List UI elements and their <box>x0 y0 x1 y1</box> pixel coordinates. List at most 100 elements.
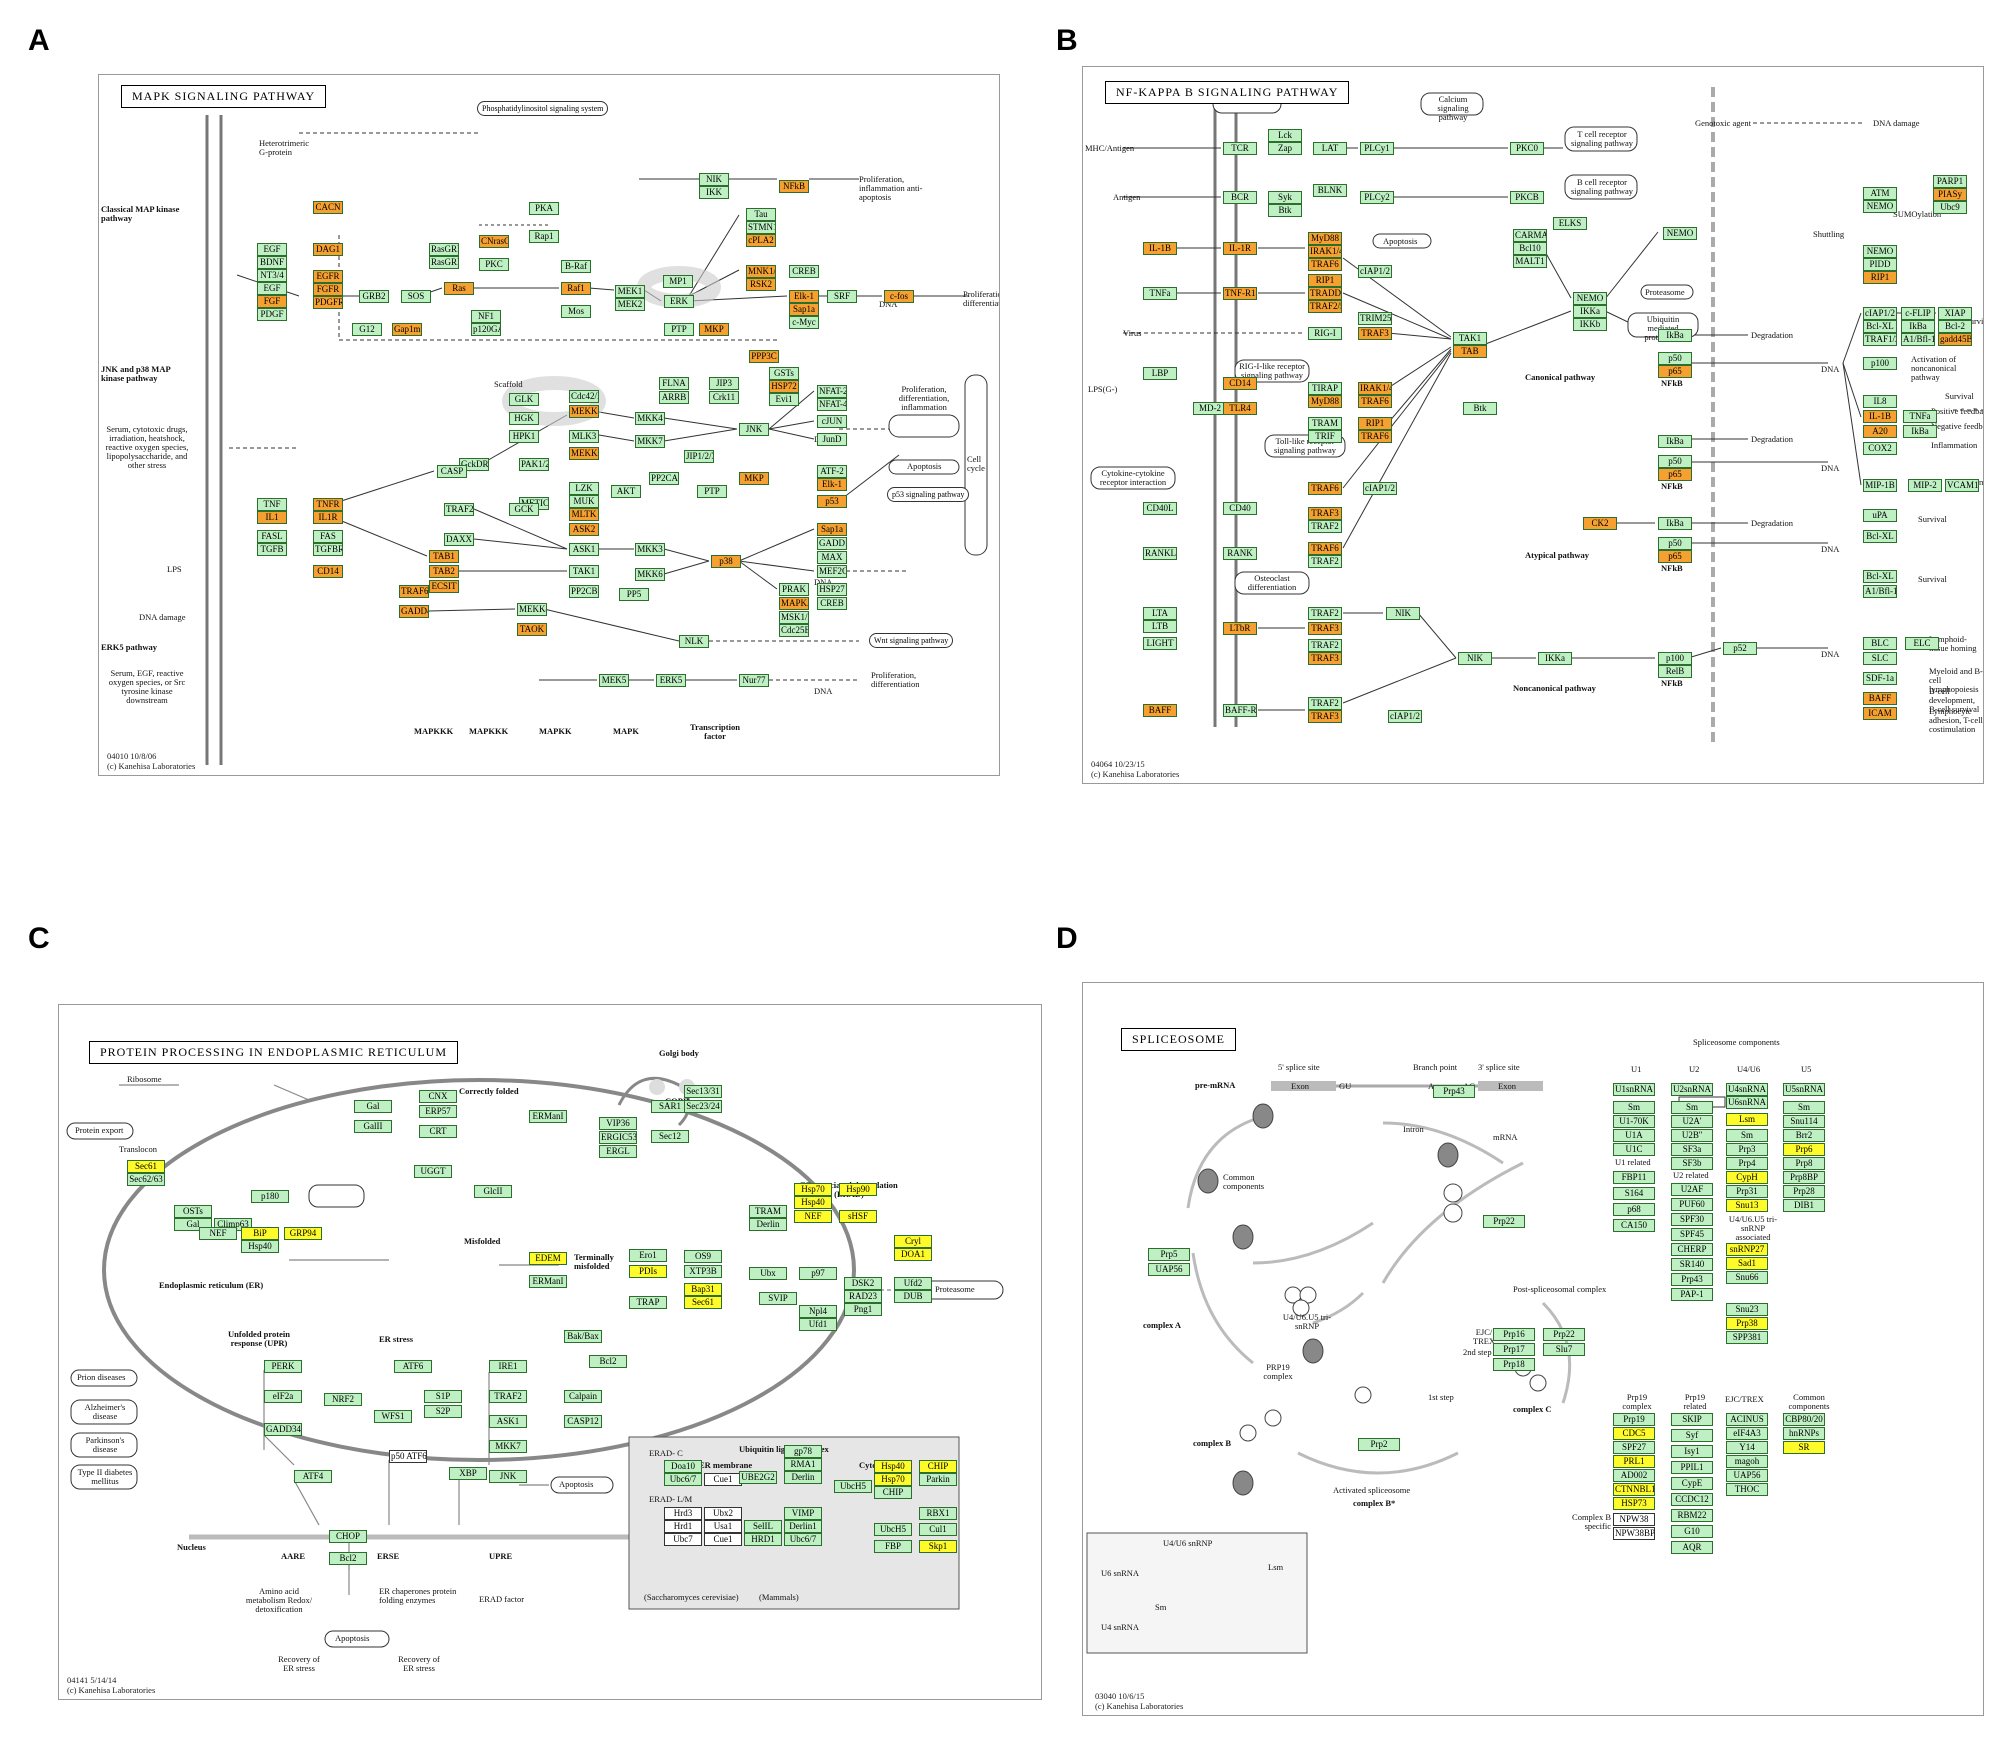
gene-box-ikk[interactable]: IKK <box>699 186 729 199</box>
gene-box-npw38[interactable]: NPW38 <box>1613 1513 1655 1526</box>
gene-box-slc[interactable]: SLC <box>1863 652 1897 665</box>
gene-box-u2snrna[interactable]: U2snRNA <box>1671 1083 1713 1096</box>
gene-box-thoc[interactable]: THOC <box>1726 1483 1768 1496</box>
gene-box-malt1[interactable]: MALT1 <box>1513 255 1547 268</box>
gene-box-traf3[interactable]: TRAF3 <box>1308 622 1342 635</box>
gene-box-il-1b[interactable]: IL-1B <box>1143 242 1177 255</box>
gene-box-grb2[interactable]: GRB2 <box>359 290 389 303</box>
gene-box-eif4a3[interactable]: eIF4A3 <box>1726 1427 1768 1440</box>
gene-box-glcii[interactable]: GlcII <box>474 1185 512 1198</box>
gene-box-mkp[interactable]: MKP <box>739 472 769 485</box>
gene-box-snu66[interactable]: Snu66 <box>1726 1271 1768 1284</box>
gene-box-lck[interactable]: Lck <box>1268 129 1302 142</box>
gene-box-rbm22[interactable]: RBM22 <box>1671 1509 1713 1522</box>
gene-box-osts[interactable]: OSTs <box>174 1205 212 1218</box>
gene-box-ikka[interactable]: IKKa <box>1573 305 1607 318</box>
gene-box-bcl-xl[interactable]: Bcl-XL <box>1863 570 1897 583</box>
gene-box-bip[interactable]: BiP <box>241 1227 279 1240</box>
gene-box-tab2[interactable]: TAB2 <box>429 565 459 578</box>
gene-box-il8[interactable]: IL8 <box>1863 395 1897 408</box>
gene-box-tak1[interactable]: TAK1 <box>569 565 599 578</box>
gene-box-ptp[interactable]: PTP <box>664 323 694 336</box>
gene-box-cd40[interactable]: CD40 <box>1223 502 1257 515</box>
gene-box-pka[interactable]: PKA <box>529 202 559 215</box>
gene-box-cype[interactable]: CypE <box>1671 1477 1713 1490</box>
gene-box-mkk3[interactable]: MKK3 <box>635 543 665 556</box>
gene-box-mek5[interactable]: MEK5 <box>599 674 629 687</box>
gene-box-fbp11[interactable]: FBP11 <box>1613 1171 1655 1184</box>
gene-box-jnk[interactable]: JNK <box>739 423 769 436</box>
gene-box-tnf[interactable]: TNF <box>257 498 287 511</box>
gene-box-hsp40[interactable]: Hsp40 <box>794 1196 832 1209</box>
gene-box-creb[interactable]: CREB <box>789 265 819 278</box>
gene-box-sm[interactable]: Sm <box>1613 1101 1655 1114</box>
gene-box-hrd1[interactable]: HRD1 <box>744 1533 782 1546</box>
gene-box-uggt[interactable]: UGGT <box>414 1165 452 1178</box>
gene-box-traf3[interactable]: TRAF3 <box>1308 507 1342 520</box>
gene-box-c-myc[interactable]: c-Myc <box>789 316 819 329</box>
gene-box-traf2[interactable]: TRAF2 <box>1308 520 1342 533</box>
gene-box-casp12[interactable]: CASP12 <box>564 1415 602 1428</box>
gene-box-bcl10[interactable]: Bcl10 <box>1513 242 1547 255</box>
gene-box-u6snrna[interactable]: U6snRNA <box>1726 1096 1768 1109</box>
gene-box-traf3[interactable]: TRAF3 <box>1308 710 1342 723</box>
gene-box-hsp40[interactable]: Hsp40 <box>241 1240 279 1253</box>
gene-box-ppil1[interactable]: PPIL1 <box>1671 1461 1713 1474</box>
gene-box-erk5[interactable]: ERK5 <box>656 674 686 687</box>
gene-box-prp4[interactable]: Prp4 <box>1726 1157 1768 1170</box>
gene-box-max[interactable]: MAX <box>817 551 847 564</box>
gene-box-mek2[interactable]: MEK2 <box>615 298 645 311</box>
gene-box-atm[interactable]: ATM <box>1863 187 1897 200</box>
gene-box-rip1[interactable]: RIP1 <box>1308 274 1342 287</box>
gene-box-blc[interactable]: BLC <box>1863 637 1897 650</box>
gene-box-sos[interactable]: SOS <box>401 290 431 303</box>
gene-box-sr140[interactable]: SR140 <box>1671 1258 1713 1271</box>
gene-box-rsk2[interactable]: RSK2 <box>746 278 776 291</box>
gene-box-s164[interactable]: S164 <box>1613 1187 1655 1200</box>
gene-box-ero1[interactable]: Ero1 <box>629 1249 667 1262</box>
gene-box-egfr[interactable]: EGFR <box>313 270 343 283</box>
gene-box-crk11[interactable]: Crk11 <box>709 391 739 404</box>
gene-box-traf1-2[interactable]: TRAF1/2 <box>1863 333 1897 346</box>
gene-box-prp17[interactable]: Prp17 <box>1493 1343 1535 1356</box>
gene-box-jip3[interactable]: JIP3 <box>709 377 739 390</box>
gene-box-prp18[interactable]: Prp18 <box>1493 1358 1535 1371</box>
gene-box-ergl[interactable]: ERGL <box>599 1145 637 1158</box>
gene-box-mekk4[interactable]: MEKK4 <box>517 603 547 616</box>
gene-box-a20[interactable]: A20 <box>1863 425 1897 438</box>
gene-box-gadd34[interactable]: GADD34 <box>264 1423 302 1436</box>
gene-box-ras[interactable]: Ras <box>444 282 474 295</box>
gene-box-cnx[interactable]: CNX <box>419 1090 457 1103</box>
gene-box-sap1a[interactable]: Sap1a <box>789 303 819 316</box>
gene-box-cdc5[interactable]: CDC5 <box>1613 1427 1655 1440</box>
gene-box-daxx[interactable]: DAXX <box>444 533 474 546</box>
gene-box-vip36[interactable]: VIP36 <box>599 1117 637 1130</box>
gene-box-prl1[interactable]: PRL1 <box>1613 1455 1655 1468</box>
gene-box-tcr[interactable]: TCR <box>1223 142 1257 155</box>
gene-box-p38[interactable]: p38 <box>711 555 741 568</box>
gene-box-cbp80-20[interactable]: CBP80/20 <box>1783 1413 1825 1426</box>
gene-box-ptp[interactable]: PTP <box>697 485 727 498</box>
gene-box-acinus[interactable]: ACINUS <box>1726 1413 1768 1426</box>
gene-box-syk[interactable]: Syk <box>1268 191 1302 204</box>
gene-box-md-2[interactable]: MD-2 <box>1193 402 1227 415</box>
gene-box-usa1[interactable]: Usa1 <box>704 1520 742 1533</box>
gene-box-prp19[interactable]: Prp19 <box>1613 1413 1655 1426</box>
gene-box-isy1[interactable]: Isy1 <box>1671 1445 1713 1458</box>
gene-box-chip[interactable]: CHIP <box>919 1460 957 1473</box>
gene-box-tab[interactable]: TAB <box>1453 345 1487 358</box>
gene-box-pdis[interactable]: PDIs <box>629 1265 667 1278</box>
gene-box-elk-1[interactable]: Elk-1 <box>789 290 819 303</box>
gene-box-taok[interactable]: TAOK <box>517 623 547 636</box>
gene-box-piasy[interactable]: PIASy <box>1933 188 1967 201</box>
gene-box-pkc0[interactable]: PKC0 <box>1510 142 1544 155</box>
gene-box-baff[interactable]: BAFF <box>1863 692 1897 705</box>
gene-box-ciap1-2[interactable]: cIAP1/2 <box>1363 482 1397 495</box>
gene-box-egf[interactable]: EGF <box>257 282 287 295</box>
gene-box-p52[interactable]: p52 <box>1723 642 1757 655</box>
gene-box-mkp[interactable]: MKP <box>699 323 729 336</box>
gene-box-xbp[interactable]: XBP <box>449 1467 487 1480</box>
gene-box-prp43[interactable]: Prp43 <box>1433 1085 1475 1098</box>
gene-box-icam[interactable]: ICAM <box>1863 707 1897 720</box>
gene-box-traf6[interactable]: TRAF6 <box>1358 395 1392 408</box>
